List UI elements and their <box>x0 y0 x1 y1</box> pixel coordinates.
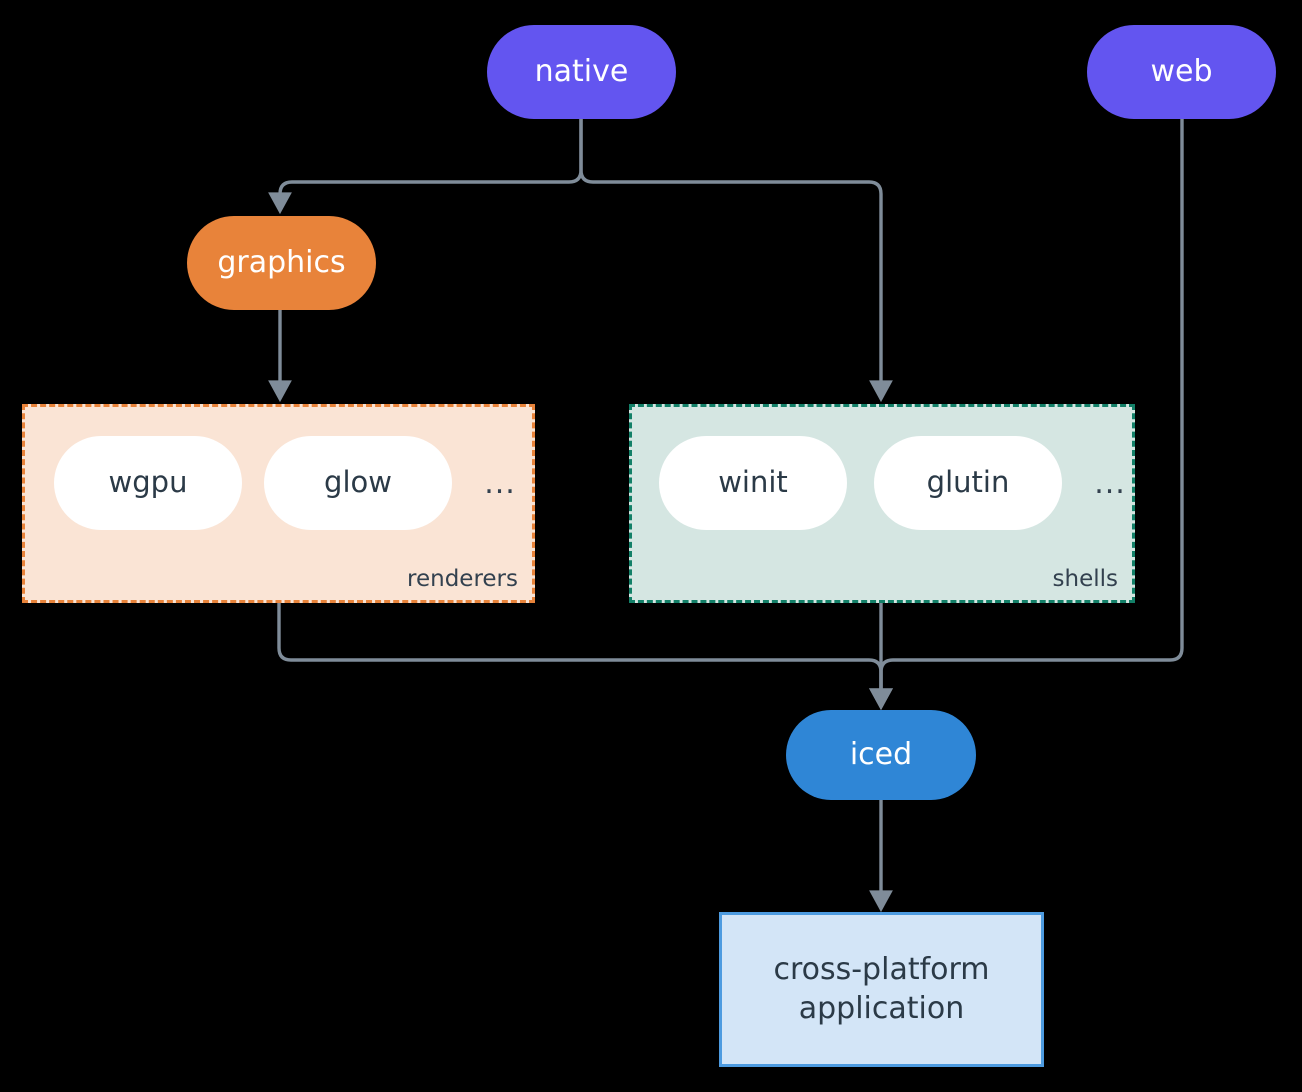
node-winit-label: winit <box>718 465 788 500</box>
renderers-overflow-ellipsis: ... <box>484 465 516 501</box>
node-glow[interactable]: glow <box>264 436 452 530</box>
node-native-label: native <box>534 53 629 89</box>
node-glow-label: glow <box>324 465 392 500</box>
node-cross-platform-application[interactable]: cross-platform application <box>719 912 1044 1067</box>
application-label-line1: cross-platform <box>773 952 990 988</box>
node-graphics[interactable]: graphics <box>187 216 376 310</box>
node-glutin-label: glutin <box>926 465 1010 500</box>
node-web-label: web <box>1150 53 1213 89</box>
node-glutin[interactable]: glutin <box>874 436 1062 530</box>
cluster-shells: winit glutin ... shells <box>629 404 1135 603</box>
cluster-renderers-label: renderers <box>407 566 518 592</box>
node-native[interactable]: native <box>487 25 676 119</box>
node-wgpu-label: wgpu <box>108 465 188 500</box>
shells-overflow-ellipsis: ... <box>1094 465 1126 501</box>
node-iced-label: iced <box>849 736 913 772</box>
cluster-shells-label: shells <box>1052 566 1118 592</box>
edge-web-iced <box>869 118 1184 711</box>
edge-native-shells <box>579 118 893 403</box>
node-graphics-label: graphics <box>217 244 346 280</box>
cluster-renderers: wgpu glow ... renderers <box>22 404 535 603</box>
edge-renderers-iced <box>277 603 893 711</box>
node-wgpu[interactable]: wgpu <box>54 436 242 530</box>
node-winit[interactable]: winit <box>659 436 847 530</box>
node-iced[interactable]: iced <box>786 710 976 800</box>
node-web[interactable]: web <box>1087 25 1276 119</box>
edge-native-graphics <box>268 118 583 215</box>
application-label-line2: application <box>798 990 965 1026</box>
